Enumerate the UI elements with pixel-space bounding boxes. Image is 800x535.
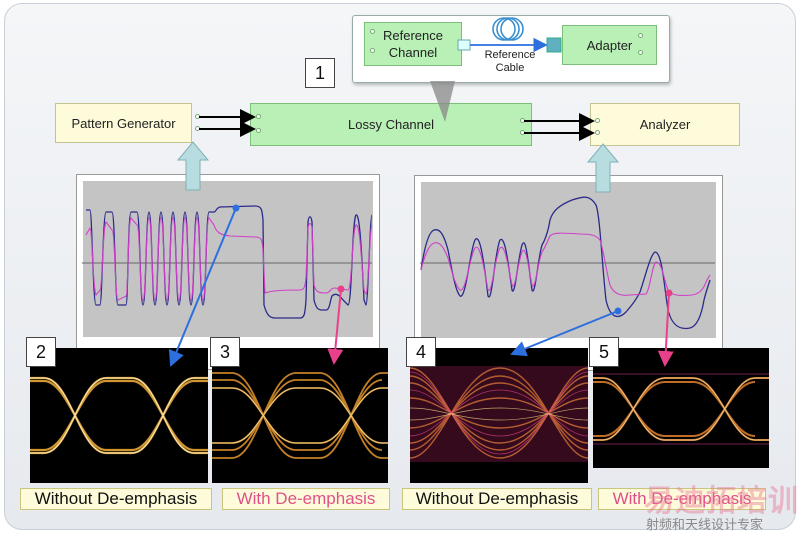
callout-pointer bbox=[430, 81, 455, 122]
pattern-generator-label: Pattern Generator bbox=[71, 115, 176, 131]
eye-diagram-3 bbox=[212, 348, 388, 483]
reference-channel-label: Reference Channel bbox=[383, 28, 443, 60]
port-dot bbox=[638, 33, 643, 38]
cable-connector-left bbox=[457, 39, 471, 51]
analyzer-label: Analyzer bbox=[639, 117, 691, 132]
watermark-sub: 射频和天线设计专家 bbox=[646, 517, 764, 532]
port-dot bbox=[370, 48, 375, 53]
up-arrow-right bbox=[586, 143, 620, 193]
eye-pattern-2 bbox=[30, 376, 208, 455]
port-dot bbox=[370, 29, 375, 34]
watermark-main: 易迪拓培训 bbox=[644, 485, 799, 518]
marker-1: 1 bbox=[305, 58, 335, 88]
eye-diagram-4 bbox=[410, 348, 588, 483]
marker-5: 5 bbox=[589, 337, 619, 367]
marker-4: 4 bbox=[406, 337, 436, 367]
eye-diagram-2 bbox=[30, 348, 208, 483]
lossy-channel-block: Lossy Channel bbox=[250, 103, 532, 146]
waveform-scope-right bbox=[414, 175, 723, 371]
marker-3: 3 bbox=[210, 337, 240, 367]
port-dot bbox=[256, 114, 261, 119]
waveform-left-no-deemphasis bbox=[86, 205, 373, 319]
port-dot bbox=[595, 118, 600, 123]
port-dot bbox=[595, 130, 600, 135]
port-dot bbox=[256, 128, 261, 133]
adapter-block: Adapter bbox=[562, 25, 657, 65]
adapter-label: Adapter bbox=[586, 37, 633, 53]
eye-pattern-4 bbox=[410, 366, 588, 462]
waveform-left-deemphasis bbox=[85, 217, 373, 301]
eye-pattern-5 bbox=[593, 373, 769, 445]
eye-diagram-5 bbox=[593, 348, 769, 468]
pointer-arrow-blue-left bbox=[168, 207, 237, 367]
label-eye-3: With De-emphasis bbox=[222, 488, 390, 510]
up-arrow-left bbox=[176, 141, 210, 191]
cable-coil-icon bbox=[492, 17, 524, 41]
marker-2: 2 bbox=[26, 337, 56, 367]
pointer-arrow-blue-right bbox=[510, 310, 619, 357]
pointer-arrow-pink-left bbox=[327, 288, 344, 365]
reference-channel-block: Reference Channel bbox=[364, 22, 462, 66]
reference-cable-label: Reference Cable bbox=[484, 49, 536, 74]
waveform-right-deemphasis bbox=[420, 232, 711, 297]
lossy-channel-label: Lossy Channel bbox=[348, 117, 434, 132]
pattern-generator-block: Pattern Generator bbox=[55, 103, 192, 143]
port-dot bbox=[638, 50, 643, 55]
analyzer-block: Analyzer bbox=[590, 103, 740, 146]
eye-pattern-3 bbox=[212, 372, 388, 459]
label-eye-2: Without De-emphasis bbox=[20, 488, 212, 510]
pointer-arrow-pink-right bbox=[657, 292, 674, 367]
label-eye-4: Without De-emphasis bbox=[402, 488, 592, 510]
label-eye-5: With De-emphasis bbox=[598, 488, 766, 510]
cable-connector-right bbox=[546, 37, 562, 53]
